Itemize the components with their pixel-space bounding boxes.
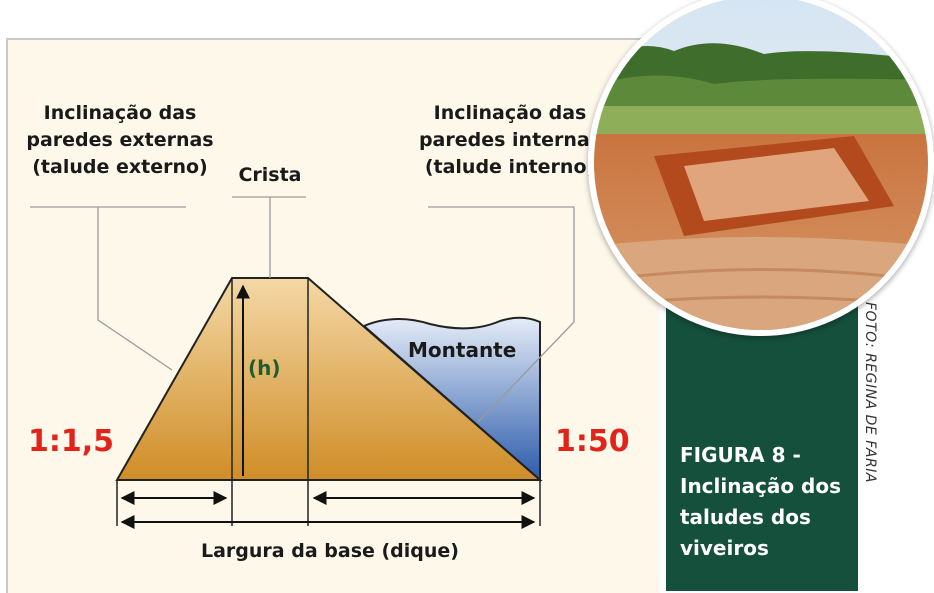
external-slope-ratio: 1:1,5 xyxy=(28,424,115,459)
upstream-water xyxy=(362,316,541,483)
pond-photo xyxy=(588,0,934,336)
photo-credit: FOTO: REGINA DE FARIA xyxy=(862,302,878,483)
caption-line4: viveiros xyxy=(680,536,769,560)
internal-slope-label: Inclinação das paredes internas (talude … xyxy=(410,100,610,181)
internal-slope-ratio: 1:50 xyxy=(555,424,630,459)
crest-label: Crista xyxy=(238,164,302,186)
height-label: (h) xyxy=(248,356,281,380)
internal-slope-label-line2: paredes internas xyxy=(418,129,602,151)
external-slope-label-line3: (talude externo) xyxy=(32,156,208,178)
external-slope-leader xyxy=(30,206,186,371)
internal-slope-label-line3: (talude interno) xyxy=(424,156,596,178)
internal-slope-label-line1: Inclinação das xyxy=(433,102,587,124)
base-width-label: Largura da base (dique) xyxy=(201,540,459,562)
caption-line1: FIGURA 8 - xyxy=(680,443,801,467)
caption-line2: Inclinação dos xyxy=(680,474,841,498)
crest-leader xyxy=(232,196,306,278)
external-slope-label-line1: Inclinação das xyxy=(43,102,197,124)
upstream-label: Montante xyxy=(408,338,517,362)
pond-photo-image xyxy=(594,0,928,330)
caption-panel xyxy=(666,300,858,591)
figure-caption: FIGURA 8 - Inclinação dos taludes dos vi… xyxy=(680,440,850,564)
internal-slope-leader xyxy=(428,206,575,423)
caption-line3: taludes dos xyxy=(680,505,811,529)
external-slope-label-line2: paredes externas xyxy=(26,129,214,151)
external-slope-label: Inclinação das paredes externas (talude … xyxy=(20,100,220,181)
